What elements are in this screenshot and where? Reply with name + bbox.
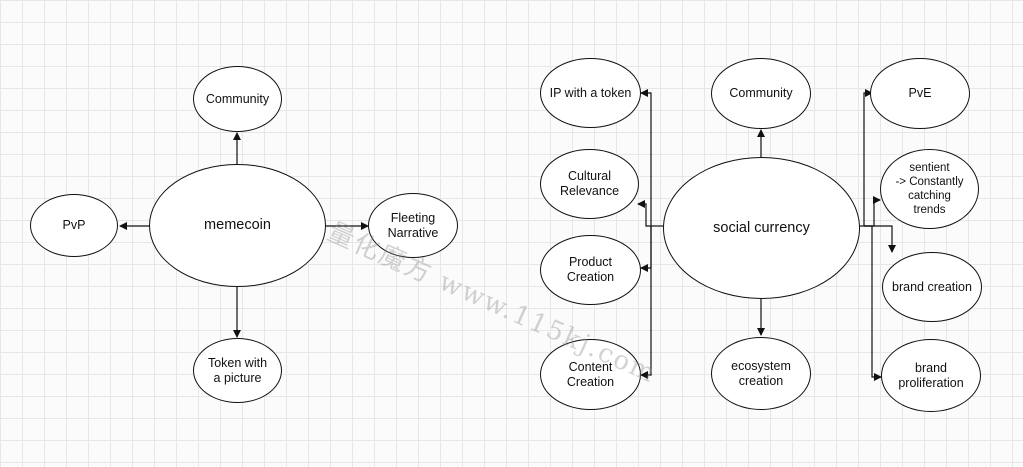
node-label: Token with a picture bbox=[207, 355, 268, 385]
edge-social-brand-creation bbox=[864, 225, 896, 253]
node-social-currency[interactable]: social currency bbox=[663, 157, 860, 299]
node-community-right[interactable]: Community bbox=[711, 58, 811, 129]
node-label: Cultural Relevance bbox=[559, 169, 620, 198]
node-label: Community bbox=[205, 91, 270, 106]
node-label: PvE bbox=[908, 86, 932, 100]
edge-social-content bbox=[640, 226, 652, 379]
edge-social-ip bbox=[640, 89, 652, 226]
node-label: IP with a token bbox=[549, 85, 632, 100]
node-token-with-picture[interactable]: Token with a picture bbox=[193, 338, 282, 403]
node-pvp[interactable]: PvP bbox=[30, 194, 118, 257]
edge-social-pve bbox=[863, 89, 873, 226]
node-brand-creation[interactable]: brand creation bbox=[882, 252, 982, 322]
node-brand-proliferation[interactable]: brand proliferation bbox=[881, 339, 981, 412]
node-label: ecosystem creation bbox=[731, 358, 791, 388]
node-label: brand creation bbox=[892, 279, 972, 294]
edge-social-cultural bbox=[637, 200, 651, 227]
node-cultural-relevance[interactable]: Cultural Relevance bbox=[540, 149, 639, 219]
node-memecoin[interactable]: memecoin bbox=[149, 164, 326, 287]
node-ip-with-token[interactable]: IP with a token bbox=[540, 58, 641, 128]
node-sentient[interactable]: sentient -> Constantly catching trends bbox=[880, 149, 979, 229]
node-fleeting-narrative[interactable]: Fleeting Narrative bbox=[368, 193, 458, 258]
node-label: Product Creation bbox=[566, 255, 615, 284]
edge-social-product bbox=[640, 226, 652, 272]
edge-social-sentient bbox=[864, 196, 881, 227]
node-content-creation[interactable]: Content Creation bbox=[540, 339, 641, 410]
node-community-left[interactable]: Community bbox=[193, 66, 282, 132]
node-label: PvP bbox=[62, 218, 86, 232]
node-label: Community bbox=[729, 86, 793, 100]
node-product-creation[interactable]: Product Creation bbox=[540, 235, 641, 305]
node-label: Content Creation bbox=[566, 359, 615, 389]
node-pve[interactable]: PvE bbox=[870, 58, 970, 129]
node-label: Fleeting Narrative bbox=[387, 210, 439, 240]
node-label: memecoin bbox=[204, 217, 271, 233]
node-label: social currency bbox=[713, 219, 810, 236]
node-label: brand proliferation bbox=[898, 360, 964, 390]
edge-social-brand-proliferation bbox=[864, 225, 882, 381]
node-ecosystem-creation[interactable]: ecosystem creation bbox=[711, 337, 811, 410]
node-label: sentient -> Constantly catching trends bbox=[895, 162, 964, 216]
